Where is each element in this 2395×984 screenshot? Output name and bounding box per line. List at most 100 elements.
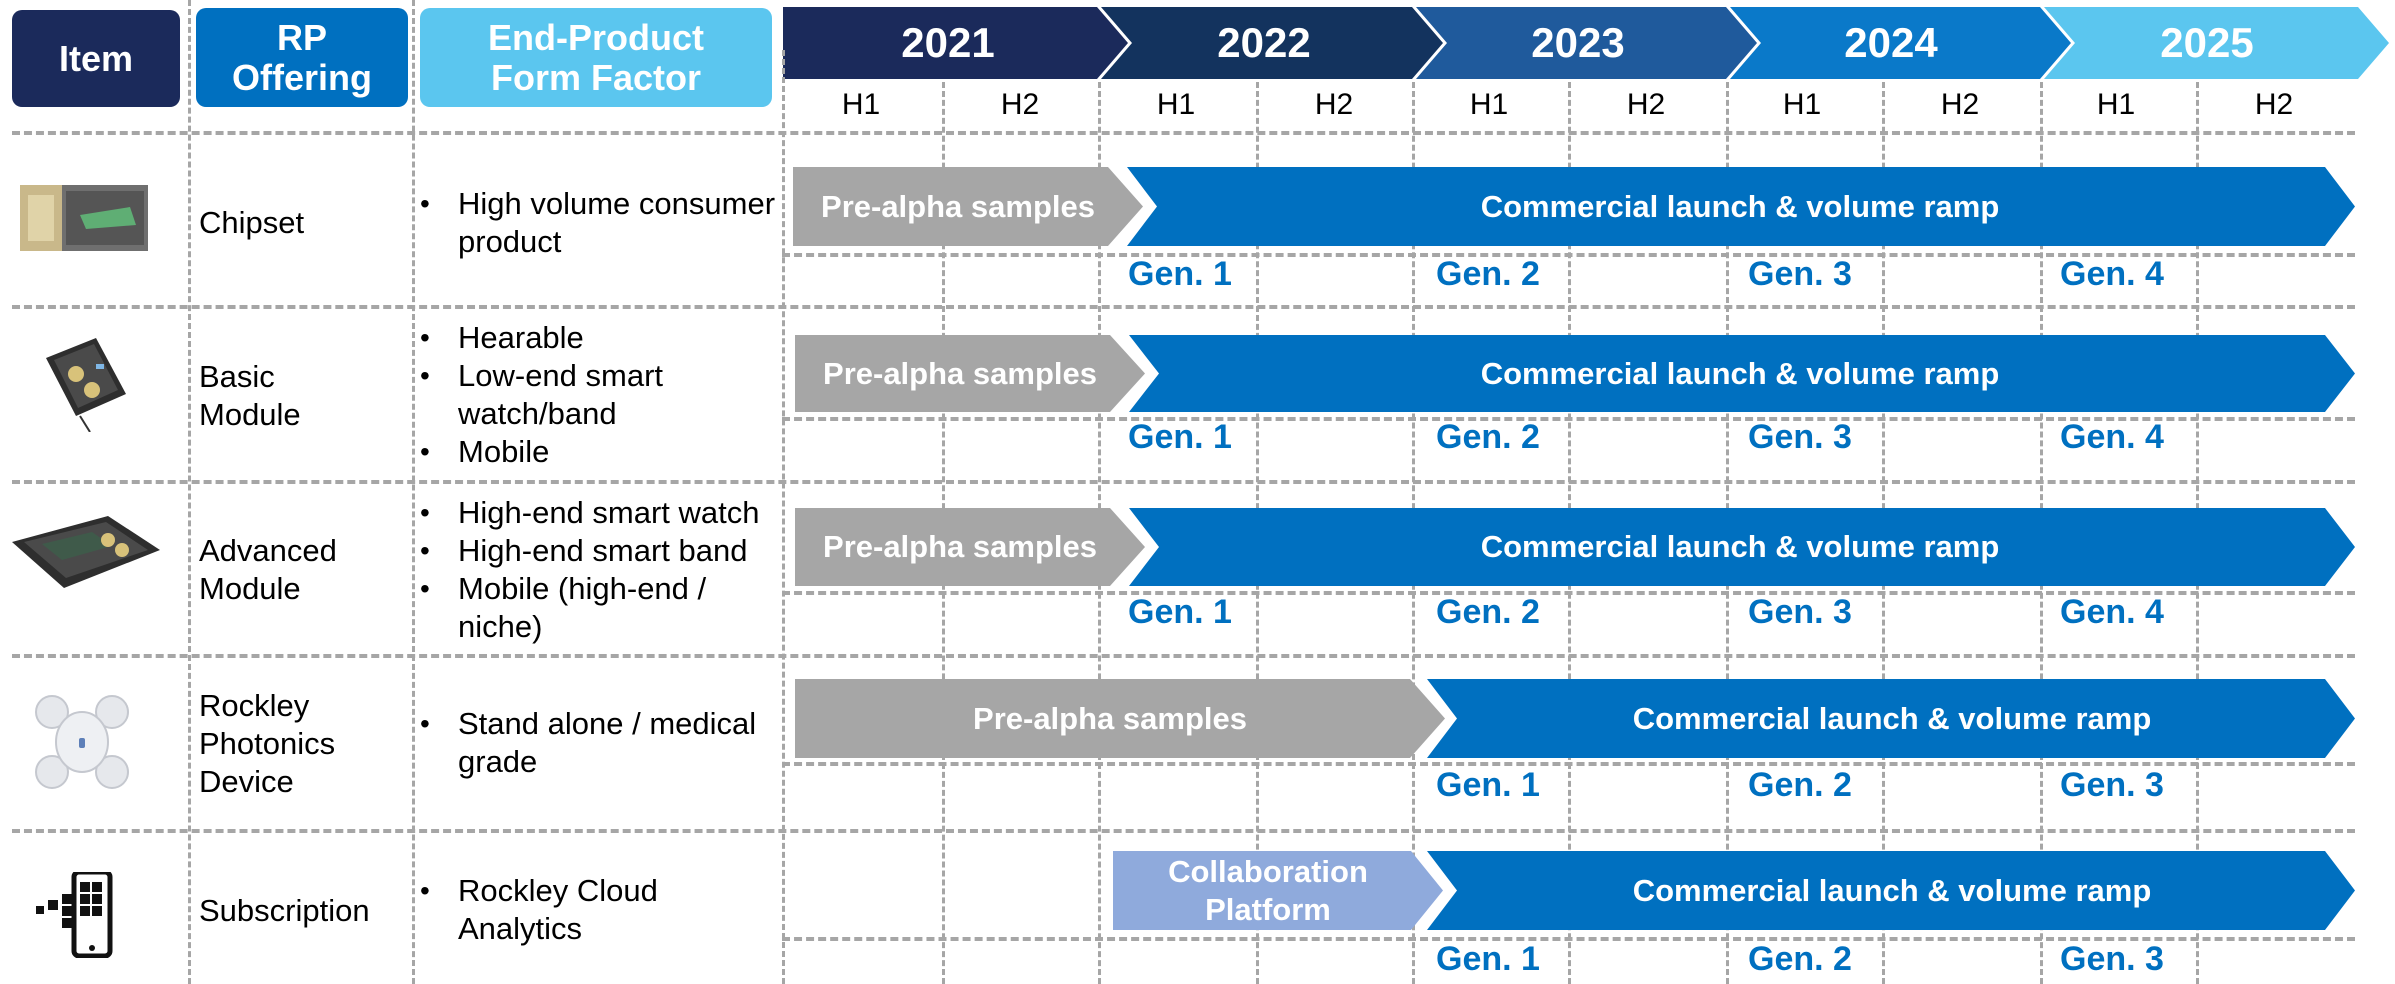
gen-label: Gen. 2 xyxy=(1748,766,1852,804)
gen-label: Gen. 1 xyxy=(1128,418,1232,456)
grid-line xyxy=(12,829,2355,833)
item-header: Item xyxy=(12,10,180,107)
year-label: 2025 xyxy=(2160,19,2254,66)
device-image xyxy=(35,695,129,789)
half-label: H2 xyxy=(1000,88,1040,121)
form-factor-list: Stand alone / medical grade xyxy=(420,705,780,781)
chipset-image xyxy=(20,185,148,251)
gen-label: Gen. 2 xyxy=(1436,593,1540,631)
commercial-label: Commercial launch & volume ramp xyxy=(1632,872,2152,908)
offering-label: Chipset xyxy=(199,205,305,240)
offering-label: Basic Module xyxy=(199,358,379,434)
half-label: H1 xyxy=(1469,88,1509,121)
offering-label-text: Advanced Module xyxy=(199,533,337,606)
grid-line xyxy=(782,253,2355,257)
half-label: H1 xyxy=(1156,88,1196,121)
year-chevron-2022 xyxy=(1101,7,1443,79)
gen-label: Gen. 3 xyxy=(2060,940,2164,978)
basic-module-image xyxy=(46,338,126,432)
grid-line xyxy=(782,937,2355,941)
form-factor-header: End-Product Form Factor xyxy=(420,8,772,107)
form-factor-list: High-end smart watch High-end smart band… xyxy=(420,494,780,646)
form-factor-item: High volume consumer product xyxy=(420,185,780,261)
pre-alpha-label: Pre-alpha samples xyxy=(823,355,1097,391)
item-header-label: Item xyxy=(58,37,134,79)
collaboration-label-text: Collaboration Platform xyxy=(1168,853,1368,927)
gen-label: Gen. 1 xyxy=(1128,255,1232,293)
collaboration-arrow xyxy=(1113,851,1443,930)
advanced-module-image xyxy=(12,516,160,588)
grid-line xyxy=(782,591,2355,595)
commercial-label: Commercial launch & volume ramp xyxy=(1480,355,2000,391)
year-chevron-2024 xyxy=(1730,7,2071,79)
rp-offering-header: RP Offering xyxy=(196,8,408,107)
commercial-arrow xyxy=(1129,335,2355,412)
gen-label: Gen. 1 xyxy=(1128,593,1232,631)
commercial-label: Commercial launch & volume ramp xyxy=(1480,188,2000,224)
commercial-arrow xyxy=(1427,851,2355,930)
gen-label: Gen. 2 xyxy=(1748,940,1852,978)
year-chevron-2021 xyxy=(783,7,1128,79)
grid-line xyxy=(412,0,415,984)
pre-alpha-arrow xyxy=(795,335,1145,412)
grid-line xyxy=(782,417,2355,421)
grid-line xyxy=(782,762,2355,766)
gen-label: Gen. 3 xyxy=(1748,593,1852,631)
form-factor-item: Hearable xyxy=(420,319,720,357)
rp-offering-header-label: RP Offering xyxy=(232,16,372,98)
half-label: H2 xyxy=(1626,88,1666,121)
year-label: 2022 xyxy=(1217,19,1311,66)
gen-label: Gen. 4 xyxy=(2060,593,2164,631)
gen-label: Gen. 1 xyxy=(1436,940,1540,978)
gen-label: Gen. 4 xyxy=(2060,418,2164,456)
year-chevron-2023 xyxy=(1416,7,1757,79)
commercial-label: Commercial launch & volume ramp xyxy=(1632,700,2152,736)
form-factor-header-label: End-Product Form Factor xyxy=(488,16,704,98)
offering-label-text: Rockley Photonics Device xyxy=(199,688,336,799)
form-factor-item: Mobile xyxy=(420,433,720,471)
form-factor-item: Low-end smart watch/band xyxy=(420,357,720,433)
form-factor-item: High-end smart band xyxy=(420,532,780,570)
gen-label: Gen. 3 xyxy=(2060,766,2164,804)
offering-label: Subscription xyxy=(199,893,370,928)
commercial-arrow xyxy=(1127,167,2355,246)
half-label: H1 xyxy=(2096,88,2136,121)
year-label: 2023 xyxy=(1531,19,1625,66)
form-factor-item: Stand alone / medical grade xyxy=(420,705,780,781)
half-label: H2 xyxy=(1314,88,1354,121)
form-factor-item: Mobile (high-end / niche) xyxy=(420,570,728,646)
commercial-arrow xyxy=(1427,679,2355,758)
pre-alpha-label: Pre-alpha samples xyxy=(821,188,1095,224)
collaboration-label: Collaboration Platform xyxy=(1143,851,1393,930)
commercial-label: Commercial launch & volume ramp xyxy=(1480,529,2000,564)
grid-line xyxy=(12,654,2355,658)
form-factor-list: High volume consumer product xyxy=(420,185,780,261)
half-label: H1 xyxy=(841,88,881,121)
gen-label: Gen. 2 xyxy=(1436,418,1540,456)
grid-line xyxy=(12,131,2355,135)
commercial-arrow xyxy=(1129,508,2355,586)
pre-alpha-label: Pre-alpha samples xyxy=(973,700,1247,736)
half-label: H2 xyxy=(1940,88,1980,121)
year-label: 2024 xyxy=(1844,19,1938,66)
cloud-analytics-icon xyxy=(36,872,113,958)
offering-label-text: Basic Module xyxy=(199,359,301,432)
year-banner xyxy=(783,7,2389,79)
offering-label: Rockley Photonics Device xyxy=(199,687,389,801)
half-label: H1 xyxy=(1782,88,1822,121)
gen-label: Gen. 1 xyxy=(1436,766,1540,804)
pre-alpha-label: Pre-alpha samples xyxy=(823,529,1097,564)
gen-label: Gen. 4 xyxy=(2060,255,2164,293)
year-chevron-2025 xyxy=(2044,7,2389,79)
form-factor-item: High-end smart watch xyxy=(420,494,780,532)
gen-label: Gen. 3 xyxy=(1748,255,1852,293)
offering-label: Advanced Module xyxy=(199,532,399,608)
half-label: H2 xyxy=(2254,88,2294,121)
gen-label: Gen. 3 xyxy=(1748,418,1852,456)
form-factor-item: Rockley Cloud Analytics xyxy=(420,872,720,948)
pre-alpha-arrow xyxy=(793,167,1143,246)
pre-alpha-arrow xyxy=(795,508,1145,586)
pre-alpha-arrow xyxy=(795,679,1445,758)
year-label: 2021 xyxy=(901,19,995,66)
grid-line xyxy=(188,0,191,984)
